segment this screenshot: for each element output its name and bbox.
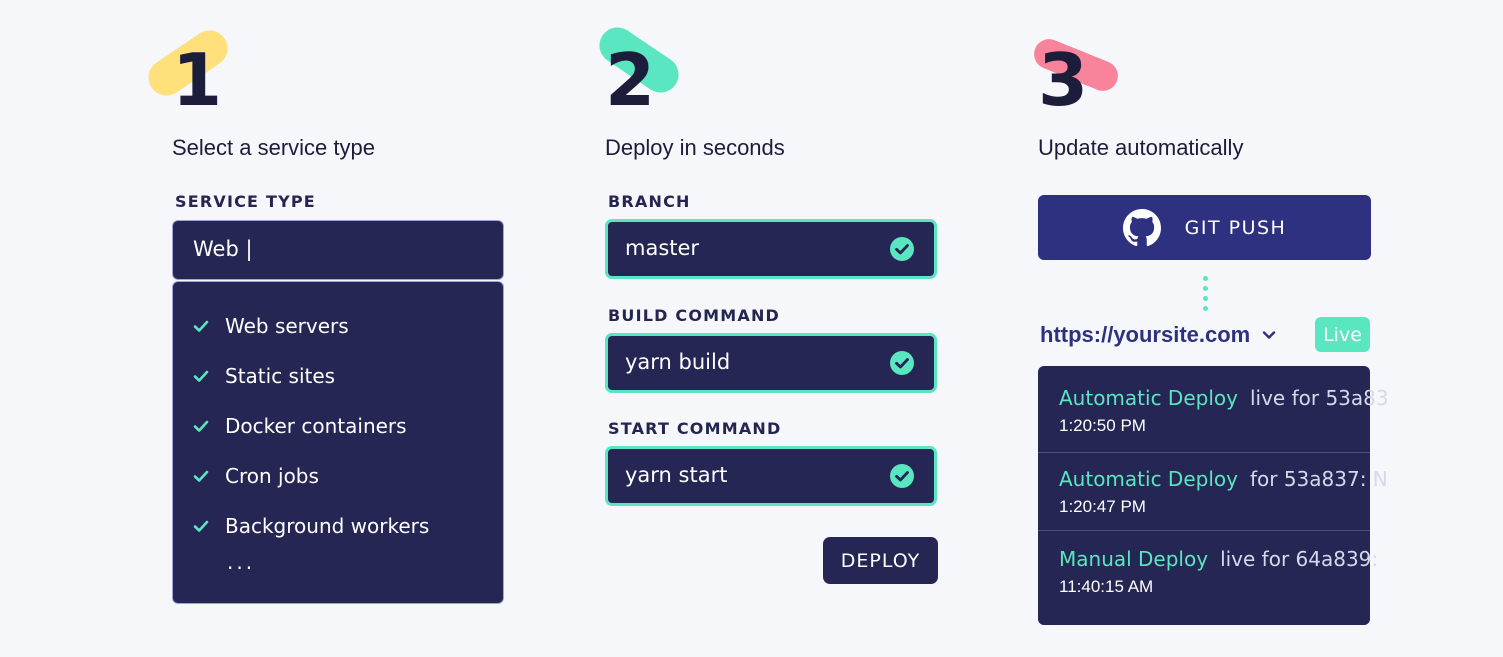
service-option-background-workers[interactable]: Background workers — [193, 511, 429, 541]
deploy-event-detail: live for 64a839: — [1220, 547, 1379, 571]
github-icon — [1122, 208, 1161, 246]
service-option-static-sites[interactable]: Static sites — [193, 361, 335, 391]
check-icon — [193, 470, 209, 482]
service-type-dropdown: Web servers Static sites Docker containe… — [172, 281, 504, 604]
connector-dots — [1201, 276, 1209, 312]
service-option-cron-jobs[interactable]: Cron jobs — [193, 461, 319, 491]
live-status-badge: Live — [1315, 317, 1370, 352]
deploy-event-summary: Manual Deploy live for 64a839: — [1059, 547, 1378, 571]
service-option-label: Static sites — [225, 364, 336, 388]
service-option-label: Docker containers — [225, 414, 407, 438]
check-icon — [193, 320, 209, 332]
service-option-docker-containers[interactable]: Docker containers — [193, 411, 407, 441]
deploy-event-kind: Automatic Deploy — [1059, 467, 1238, 491]
more-options-ellipsis: ... — [227, 550, 256, 574]
deploy-event[interactable]: Manual Deploy live for 64a839: 11:40:15 A… — [1038, 530, 1378, 610]
step-3-number: 3 — [1038, 38, 1089, 122]
step-3-marker: 3 — [1012, 22, 1123, 122]
deploy-event-summary: Automatic Deploy live for 53a83 — [1059, 386, 1389, 410]
deploy-event-time: 1:20:50 PM — [1059, 416, 1146, 435]
service-option-label: Cron jobs — [225, 464, 319, 488]
step-1-column: 1 Select a service type SERVICE TYPE Web… — [141, 0, 512, 657]
service-type-input-value: Web | — [193, 237, 253, 261]
step-2-number: 2 — [605, 38, 656, 122]
deploy-event-kind: Automatic Deploy — [1059, 386, 1238, 410]
deploy-event-summary: Automatic Deploy for 53a837: N — [1059, 467, 1388, 491]
branch-label: BRANCH — [608, 192, 691, 211]
check-circle-icon — [890, 237, 914, 261]
git-push-label: GIT PUSH — [1184, 216, 1287, 239]
check-circle-icon — [890, 351, 914, 375]
deploy-event-detail: live for 53a83 — [1249, 386, 1389, 410]
build-command-field[interactable]: yarn build — [605, 333, 937, 393]
service-option-label: Web servers — [225, 314, 349, 338]
site-url-text: https://yoursite.com — [1040, 322, 1251, 347]
start-command-field[interactable]: yarn start — [605, 446, 937, 506]
step-1-heading: Select a service type — [172, 135, 375, 160]
step-2-column: 2 Deploy in seconds BRANCH master BUILD … — [592, 0, 945, 657]
chevron-down-icon — [1263, 331, 1276, 339]
deploy-event-kind: Manual Deploy — [1059, 547, 1209, 571]
step-1-number: 1 — [172, 38, 223, 122]
step-2-heading: Deploy in seconds — [605, 135, 785, 160]
deploy-event-time: 1:20:47 PM — [1059, 497, 1146, 516]
branch-field[interactable]: master — [605, 219, 937, 279]
check-icon — [193, 370, 209, 382]
step-3-column: 3 Update automatically GIT PUSH https://… — [1029, 0, 1389, 657]
service-type-label: SERVICE TYPE — [175, 192, 316, 211]
start-command-value: yarn start — [625, 463, 728, 487]
check-icon — [193, 520, 209, 532]
step-1-marker: 1 — [141, 22, 256, 122]
service-type-input[interactable]: Web | — [172, 220, 504, 280]
step-3-heading: Update automatically — [1038, 135, 1244, 160]
service-option-web-servers[interactable]: Web servers — [193, 311, 349, 341]
deploy-button[interactable]: DEPLOY — [823, 537, 938, 584]
service-option-label: Background workers — [225, 514, 430, 538]
build-command-label: BUILD COMMAND — [608, 306, 781, 325]
branch-value: master — [625, 236, 700, 260]
check-icon — [193, 420, 209, 432]
start-command-label: START COMMAND — [608, 419, 782, 438]
git-push-button[interactable]: GIT PUSH — [1038, 195, 1371, 260]
deploy-event-time: 11:40:15 AM — [1059, 577, 1154, 596]
deploy-event[interactable]: Automatic Deploy for 53a837: N 1:20:47 PM — [1038, 452, 1388, 532]
build-command-value: yarn build — [625, 350, 731, 374]
deploy-event-detail: for 53a837: N — [1249, 467, 1388, 491]
deploy-event[interactable]: Automatic Deploy live for 53a83 1:20:50 P… — [1038, 366, 1389, 446]
site-url-selector[interactable]: https://yoursite.com — [1040, 322, 1276, 348]
step-2-marker: 2 — [579, 20, 689, 122]
deploy-events-list: Automatic Deploy live for 53a83 1:20:50 P… — [1038, 366, 1389, 625]
check-circle-icon — [890, 464, 914, 488]
